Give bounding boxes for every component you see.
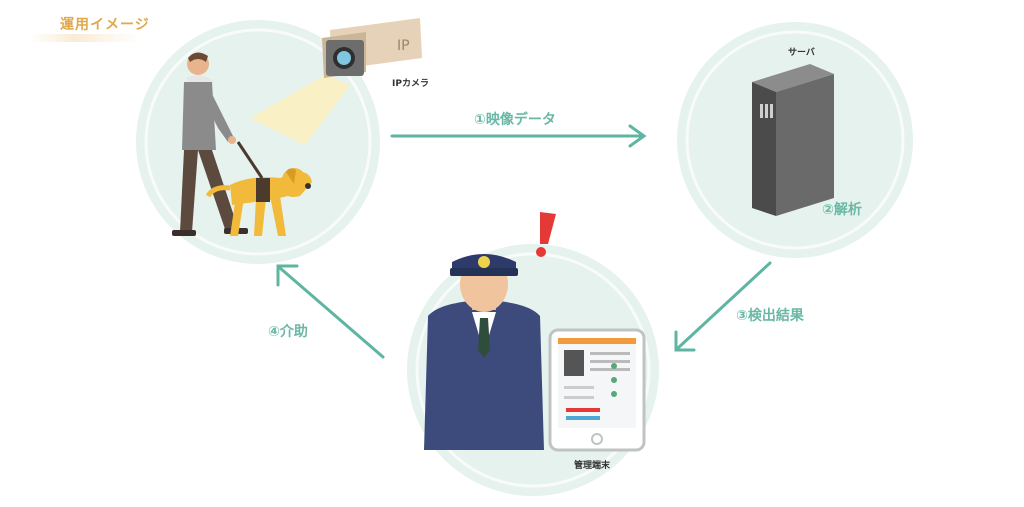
step4-label: ④介助 [268,323,308,340]
step3-label: ③検出結果 [736,307,805,324]
step1-label: ①映像データ [474,111,556,128]
svg-text:IP: IP [397,38,410,54]
arrow-icon [276,264,385,359]
arrow-icon [674,261,772,352]
camera-label: IPカメラ [392,78,429,89]
server-label: サーバ [788,47,815,58]
title-decoration [30,34,140,42]
security-guard-icon [424,254,544,450]
server-icon [752,64,834,216]
ip-camera-icon: IP [322,18,422,78]
step2-label: ②解析 [822,201,862,218]
page-title: 運用イメージ [60,17,150,33]
alert-exclamation-icon [536,212,556,257]
terminal-label: 管理端末 [574,459,611,471]
guide-dog-icon [205,141,312,236]
arrow-icon [390,124,647,148]
tablet-icon [548,328,646,452]
camera-light-beam [250,75,350,145]
